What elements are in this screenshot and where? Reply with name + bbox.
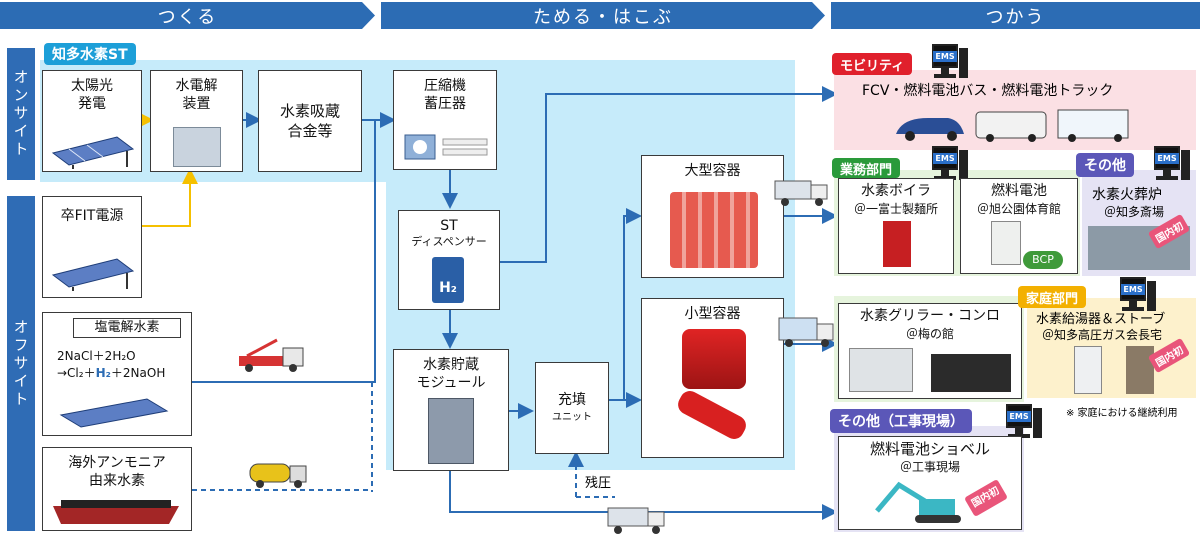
boiler-at: ＠一富士製麺所 (853, 202, 938, 216)
chlor-box: 塩電解水素 2NaCl＋2H₂O →Cl₂＋H₂＋2NaOH (42, 312, 192, 436)
grill-label: 水素グリラー・コンロ (860, 308, 1000, 324)
solar-box: 太陽光 発電 (42, 70, 142, 172)
h2-dispenser-icon: H₂ (432, 257, 464, 303)
alloy-label: 水素吸蔵 合金等 (279, 102, 340, 140)
solar-label: 太陽光 発電 (71, 78, 113, 112)
st-label-text: ST (440, 218, 458, 234)
fill-label: 充填 (558, 392, 586, 408)
storage-module-icon (428, 398, 474, 464)
onsite-tab: オンサイト (7, 48, 35, 180)
grill-at: ＠梅の館 (905, 327, 954, 341)
grill-box: 水素グリラー・コンロ ＠梅の館 (838, 303, 1022, 399)
excavator-icon (875, 481, 961, 523)
electrolysis-box: 水電解 装置 (150, 70, 243, 172)
fuelcell-label: 燃料電池 (991, 183, 1047, 199)
crematory-label: 水素火葬炉 (1092, 187, 1162, 203)
module-box: 水素貯蔵 モジュール (393, 349, 509, 471)
fit-box: 卒FIT電源 (42, 196, 142, 298)
water-heater-icon (1074, 346, 1102, 394)
fuelcell-icon (991, 221, 1021, 265)
fill-sub-label: ユニット (552, 412, 592, 423)
compressor-icon (404, 134, 488, 160)
alloy-box: 水素吸蔵 合金等 (258, 70, 362, 172)
heater-label: 水素給湯器＆ストーブ (1036, 312, 1166, 327)
phase-make-banner: つくる (0, 2, 375, 29)
fuelcell-box: 燃料電池 ＠旭公園体育館 BCP (960, 178, 1078, 274)
large-container-truck-icon (774, 180, 828, 206)
crematory-at: ＠知多斎場 (1104, 205, 1165, 219)
fit-solar-icon (51, 258, 135, 291)
ems-icon-crematory: EMS (1152, 146, 1190, 186)
boiler-label: 水素ボイラ (861, 183, 931, 199)
small-cylinder-icon (682, 329, 746, 389)
st-label: 知多水素ST (44, 43, 136, 65)
vehicles-icon (896, 109, 1129, 142)
home-tag: 家庭部門 (1018, 286, 1087, 308)
compressor-label: 圧縮機 蓄圧器 (424, 78, 466, 112)
large-container-box: 大型容器 (641, 155, 784, 278)
tanker-truck-icon (249, 463, 307, 488)
ems-icon-home: EMS (1118, 277, 1156, 317)
small-container-box: 小型容器 (641, 298, 784, 458)
fuelcell-at: ＠旭公園体育館 (976, 202, 1061, 216)
phase-store-label: ためる・はこぶ (533, 6, 673, 28)
crane-truck-icon (239, 338, 304, 372)
ems-icon-business: EMS (930, 146, 968, 186)
mobility-text: FCV・燃料電池バス・燃料電池トラック (862, 83, 1114, 99)
dispenser-box: ST ディスペンサー H₂ (398, 210, 500, 310)
bcp-badge: BCP (1023, 251, 1063, 269)
cylinder-bundle-icon (670, 192, 758, 268)
offsite-tab: オフサイト (7, 196, 35, 531)
ammonia-box: 海外アンモニア 由来水素 (42, 447, 192, 531)
phase-use-banner: つかう (831, 2, 1200, 29)
boiler-icon (883, 221, 911, 267)
grill-icon (849, 348, 913, 392)
solar-panel-icon (51, 136, 135, 169)
fit-label: 卒FIT電源 (60, 208, 124, 224)
module-label: 水素貯蔵 モジュール (416, 357, 486, 391)
mobility-tag: モビリティ (832, 53, 913, 75)
module-truck-icon (607, 507, 665, 534)
chlor-title: 塩電解水素 (73, 318, 181, 338)
dispenser-label: ディスペンサー (411, 235, 487, 248)
compressor-box: 圧縮機 蓄圧器 (393, 70, 497, 170)
chlor-plant-icon (59, 398, 169, 428)
small-container-truck-icon (778, 317, 834, 347)
stove-heater-icon (1126, 346, 1154, 394)
phase-store-banner: ためる・はこぶ (381, 2, 825, 29)
other-tag: その他 (1076, 153, 1134, 177)
electrolyzer-icon (173, 127, 221, 167)
chlor-eq1: 2NaCl＋2H₂O (57, 349, 136, 363)
residual-label: 残圧 (585, 476, 612, 491)
shovel-at: ＠工事現場 (899, 460, 960, 474)
small-container-label: 小型容器 (684, 306, 741, 322)
business-tag: 業務部門 (832, 158, 901, 178)
heater-at: ＠知多高圧ガス会長宅 (1042, 328, 1163, 342)
home-note: ※ 家庭における継続利用 (1066, 408, 1178, 419)
shovel-label: 燃料電池ショベル (869, 440, 990, 458)
shovel-box: 燃料電池ショベル ＠工事現場 国内初 (838, 436, 1022, 530)
ems-icon-mobility: EMS (930, 44, 968, 84)
tanker-ship-icon (53, 500, 179, 524)
stove-icon (931, 354, 1011, 392)
boiler-box: 水素ボイラ ＠一富士製麺所 (838, 178, 954, 274)
large-container-label: 大型容器 (684, 163, 741, 179)
ammonia-label: 海外アンモニア 由来水素 (68, 455, 166, 489)
electrolysis-label: 水電解 装置 (175, 78, 218, 112)
phase-make-label: つくる (157, 6, 218, 28)
portable-cylinder-icon (674, 387, 750, 443)
chlor-eq2: →Cl₂＋H₂＋2NaOH (57, 366, 166, 380)
fill-unit-box: 充填 ユニット (535, 362, 609, 454)
site-tag: その他（工事現場） (830, 409, 972, 433)
phase-use-label: つかう (985, 6, 1046, 28)
